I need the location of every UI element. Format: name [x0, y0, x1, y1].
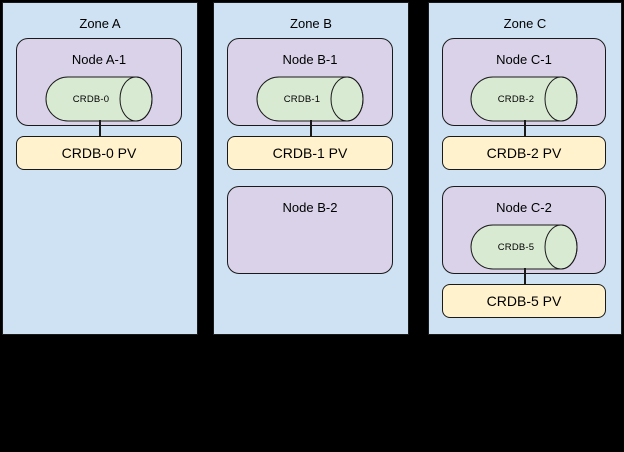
pod-crdb-1-label: CRDB-1: [283, 93, 321, 105]
zone-a-title: Zone A: [79, 16, 121, 31]
node-b2: Node B-2: [227, 186, 393, 274]
pv-crdb-0: CRDB-0 PV: [16, 136, 182, 170]
pod-crdb-5: CRDB-5: [470, 224, 578, 270]
node-c2-label: Node C-2: [496, 200, 552, 215]
pod-crdb-2-label: CRDB-2: [497, 93, 535, 105]
pv-crdb-2-label: CRDB-2 PV: [486, 145, 562, 161]
pod-crdb-5-label: CRDB-5: [497, 241, 535, 253]
pv-crdb-1-label: CRDB-1 PV: [272, 145, 348, 161]
node-c1-label: Node C-1: [496, 52, 552, 67]
database-cylinder-icon: [256, 76, 364, 122]
database-cylinder-icon: [470, 224, 578, 270]
pod-crdb-0-label: CRDB-0: [72, 93, 110, 105]
node-c2: Node C-2 CRDB-5: [442, 186, 606, 274]
pv-crdb-1: CRDB-1 PV: [227, 136, 393, 170]
pod-crdb-1: CRDB-1: [256, 76, 364, 122]
database-cylinder-icon: [470, 76, 578, 122]
zone-c: Zone C Node C-1 CRDB-2 CRDB-2 PV Node C-…: [428, 2, 622, 335]
zone-b: Zone B Node B-1 CRDB-1 CRDB-1 PV Node B-…: [213, 2, 409, 335]
zone-a: Zone A Node A-1 CRDB-0 CRDB-0 PV: [2, 2, 198, 335]
database-cylinder-icon: [45, 76, 153, 122]
connector-node-c2-pv: [524, 268, 526, 285]
zone-b-title: Zone B: [290, 16, 332, 31]
pv-crdb-0-label: CRDB-0 PV: [61, 145, 137, 161]
connector-node-a1-pv: [99, 120, 101, 137]
zone-c-title: Zone C: [503, 16, 547, 31]
node-b1-label: Node B-1: [282, 52, 338, 67]
pod-crdb-0: CRDB-0: [45, 76, 153, 122]
pv-crdb-5: CRDB-5 PV: [442, 284, 606, 318]
connector-node-c1-pv: [524, 120, 526, 137]
node-c1: Node C-1 CRDB-2: [442, 38, 606, 126]
pod-crdb-2: CRDB-2: [470, 76, 578, 122]
pv-crdb-2: CRDB-2 PV: [442, 136, 606, 170]
node-a1-label: Node A-1: [71, 52, 127, 67]
pv-crdb-5-label: CRDB-5 PV: [486, 293, 562, 309]
node-b2-label: Node B-2: [282, 200, 338, 215]
node-a1: Node A-1 CRDB-0: [16, 38, 182, 126]
node-b1: Node B-1 CRDB-1: [227, 38, 393, 126]
connector-node-b1-pv: [310, 120, 312, 137]
